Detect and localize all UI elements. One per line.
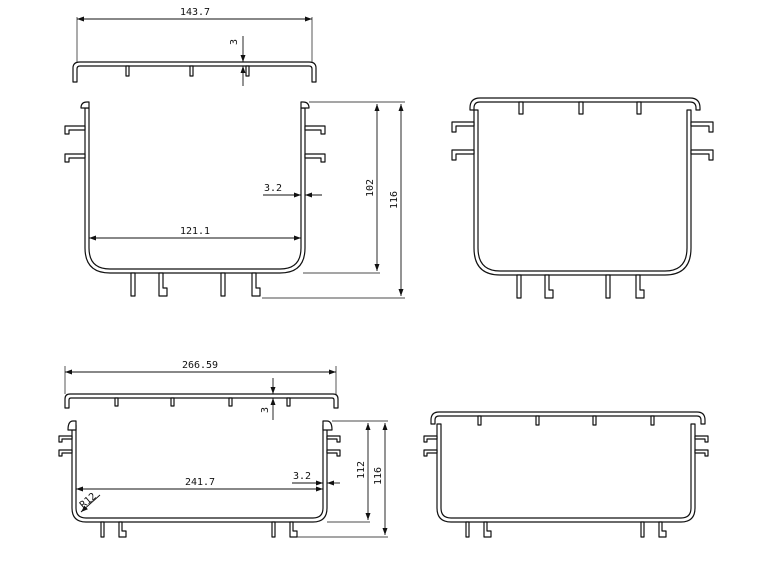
inner-height-label-2: 112 [356,461,367,479]
lid-width-label-2: 266.59 [182,360,218,371]
wall-thickness-label-1: 3.2 [264,183,282,194]
lid-profile-1 [72,17,317,83]
inner-width-label-2: 241.7 [185,477,215,488]
drawing-1-dimensioned: 143.7 3 [64,7,405,299]
total-height-label-2: 116 [373,467,384,485]
box-profile-1 [64,101,326,297]
drawing-2-dimensioned: 266.59 3 112 116 [58,360,388,538]
dimension-wall-thickness-2: 3.2 [292,471,340,486]
corner-radius-label-2: R12 [78,491,99,511]
dimension-lid-width-1: 143.7 [77,7,312,22]
box-profile-2 [58,420,341,538]
assembly-view-2 [423,411,709,538]
dimension-lid-width-2: 266.59 [65,360,336,375]
inner-height-label-1: 102 [365,179,376,197]
dimension-lid-thickness-2: 3 [260,378,276,420]
lid-profile-2 [64,366,339,409]
dimension-wall-thickness-1: 3.2 [263,183,322,198]
dimension-inner-width-1: 121.1 [89,226,301,241]
dimension-lid-thickness-1: 3 [229,36,246,86]
dimension-inner-height-2: 112 [356,423,371,520]
total-height-label-1: 116 [389,191,400,209]
assembly-view-1 [451,97,714,299]
dimension-inner-width-2: 241.7 [76,477,323,492]
dimension-inner-height-1: 102 [365,104,380,271]
lid-thickness-label-2: 3 [260,407,271,413]
dimension-total-height-2: 116 [373,423,388,535]
dimension-corner-radius-2: R12 [78,491,101,513]
inner-width-label-1: 121.1 [180,226,210,237]
lid-width-label-1: 143.7 [180,7,210,18]
wall-thickness-label-2: 3.2 [293,471,311,482]
dimension-total-height-1: 116 [389,104,404,296]
lid-thickness-label-1: 3 [229,39,240,45]
